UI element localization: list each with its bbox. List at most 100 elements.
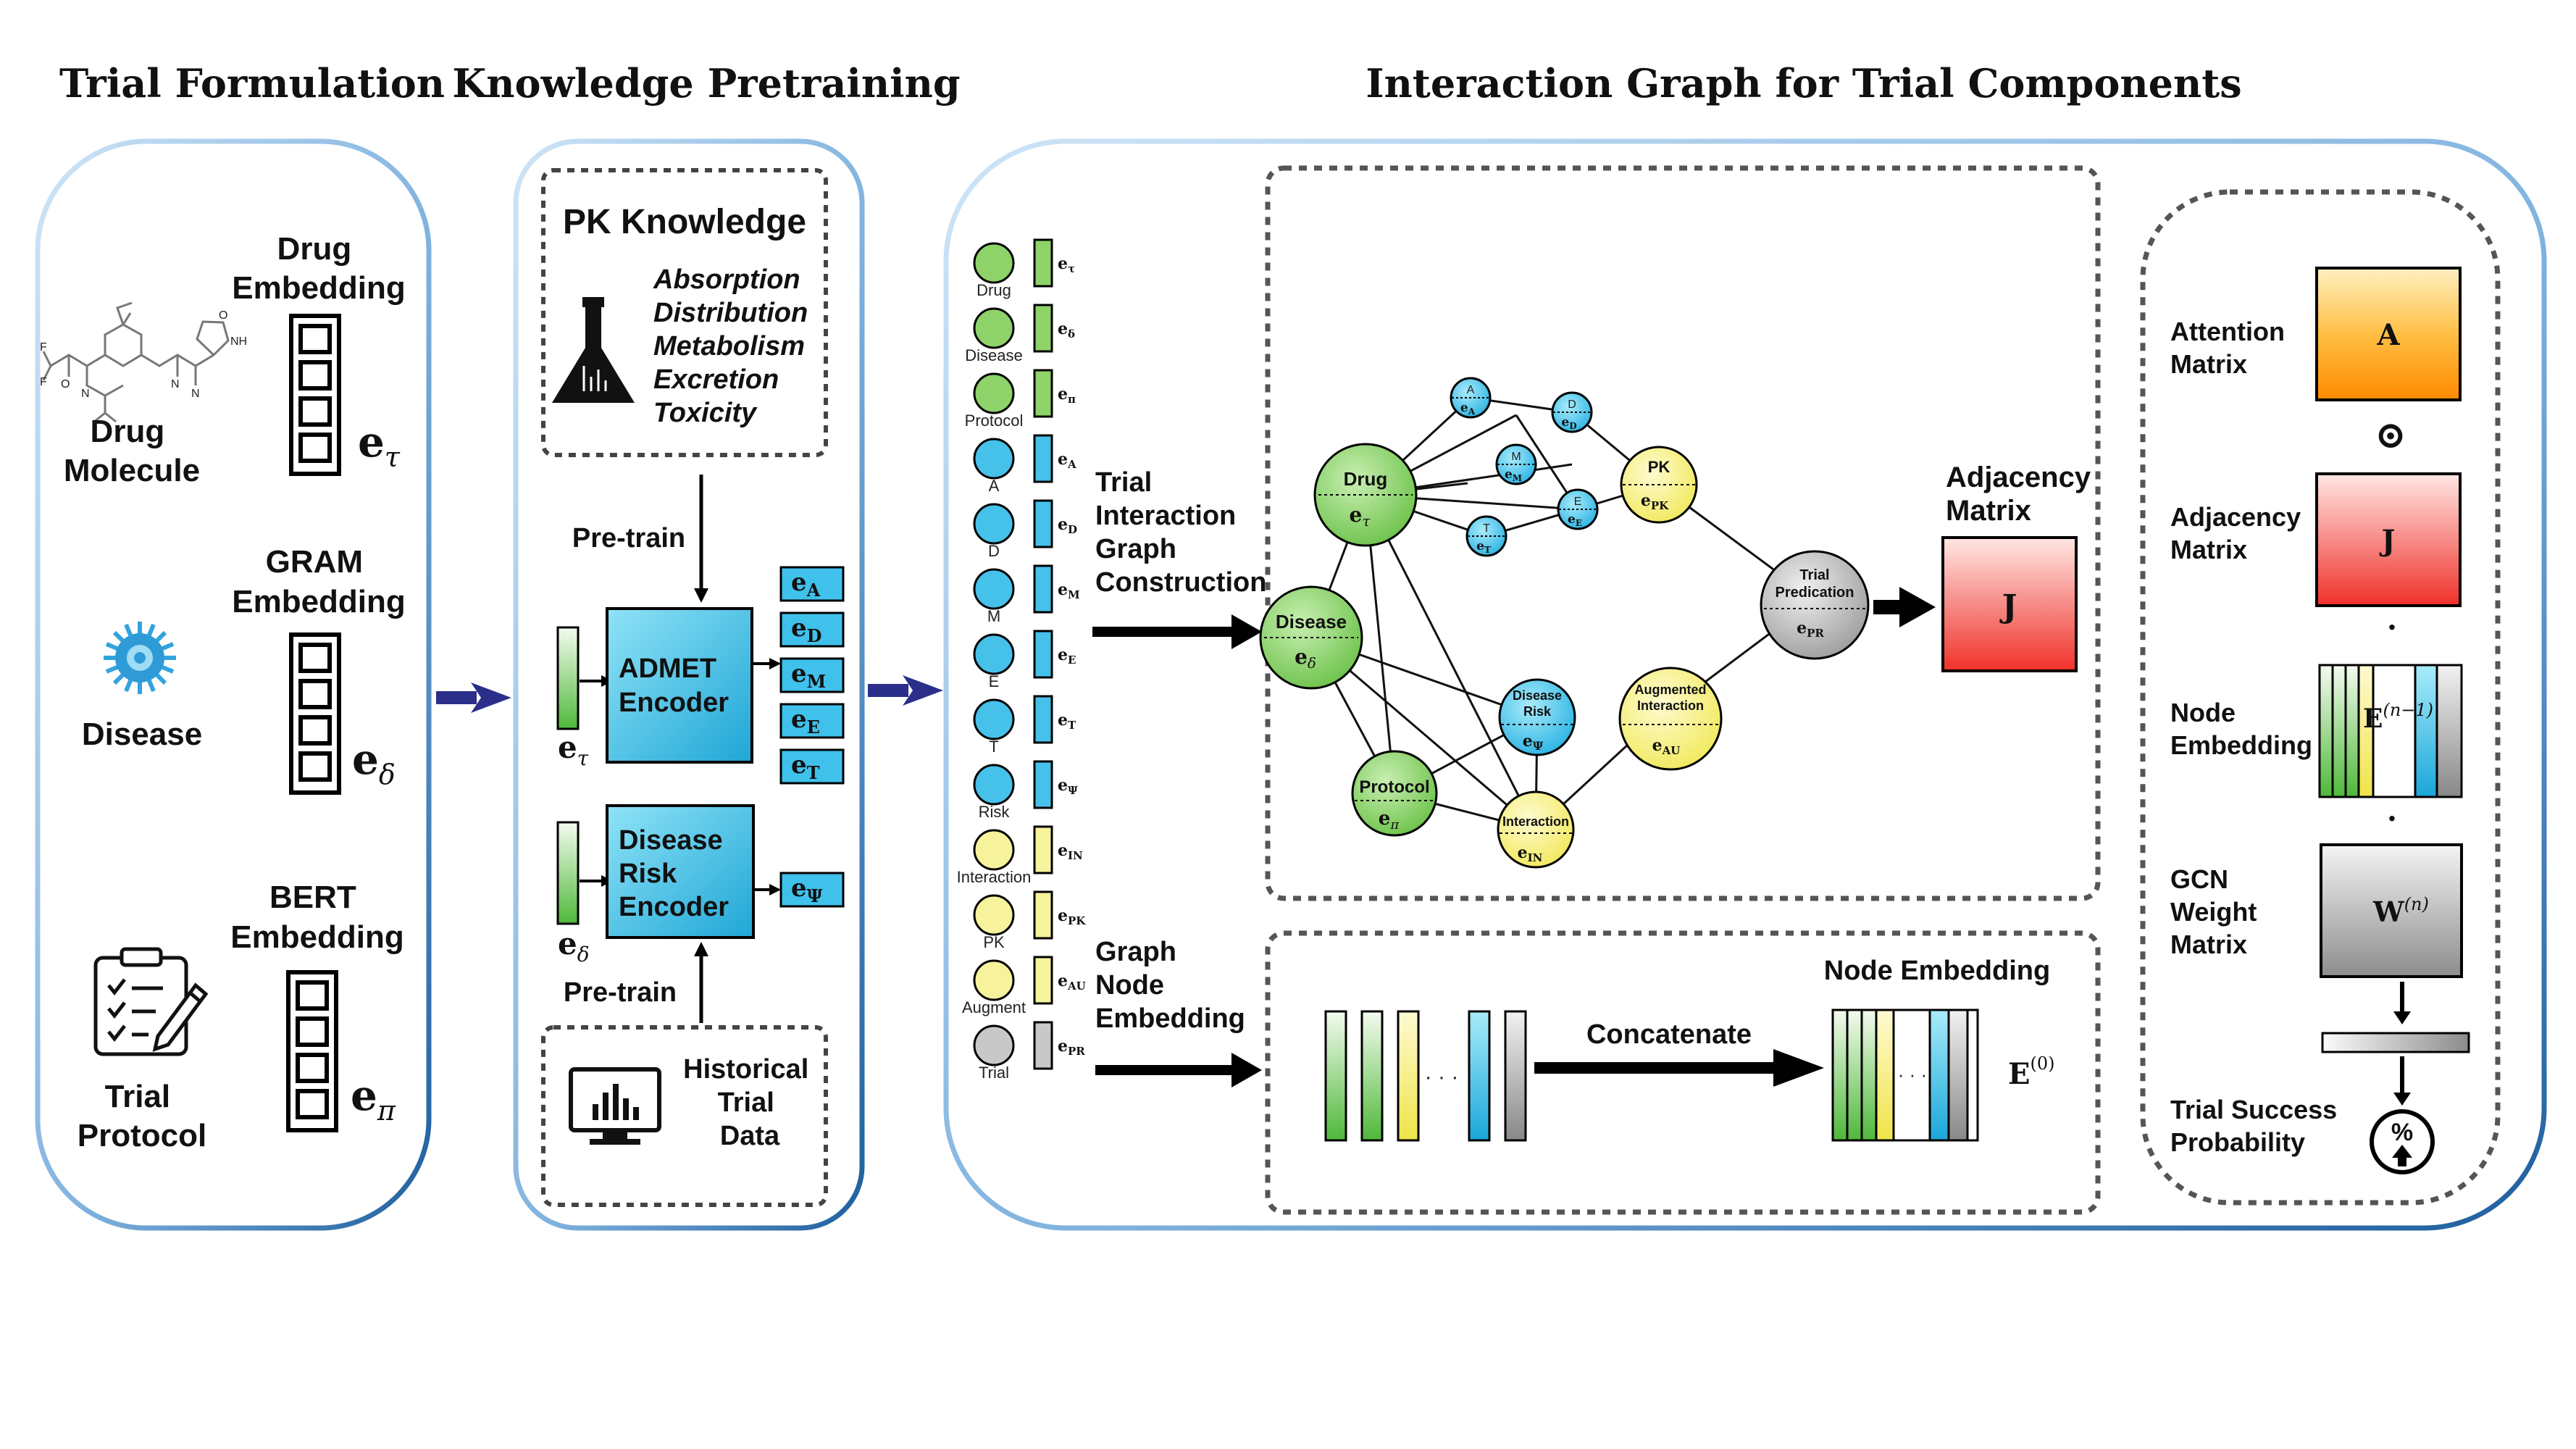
gcn-box bbox=[2140, 189, 2501, 1206]
gcn-down-arrowhead-2 bbox=[2393, 1093, 2411, 1106]
pk-knowledge-list: Absorption Distribution Metabolism Excre… bbox=[653, 264, 816, 428]
node-list-name: A bbox=[989, 477, 1000, 495]
admet-encoder-box bbox=[606, 607, 753, 764]
svg-text:N: N bbox=[171, 378, 180, 391]
node-list-name: PK bbox=[983, 933, 1005, 951]
gcn-down-arrowhead-1 bbox=[2393, 1011, 2411, 1024]
admet-encoder-label: ADMET Encoder bbox=[619, 653, 729, 718]
clipboard-icon bbox=[93, 947, 209, 1056]
node-list-emb: eτ bbox=[1058, 254, 1075, 275]
node-list-name: Trial bbox=[979, 1064, 1009, 1082]
pk-knowledge-box bbox=[541, 168, 828, 457]
graph-small-node: AeA bbox=[1450, 377, 1492, 419]
node-list-item: MeM bbox=[973, 564, 1080, 625]
to-adjacency-arrow bbox=[1873, 587, 1936, 627]
graph-node-pk: PK ePK bbox=[1620, 446, 1698, 524]
e-pi-symbol: eπ bbox=[351, 1071, 396, 1127]
svg-text:N: N bbox=[191, 388, 200, 400]
hadamard-symbol: ⊙ bbox=[2375, 413, 2406, 457]
arrow-panel2-to-panel3 bbox=[868, 675, 943, 706]
svg-text:T: T bbox=[1483, 522, 1490, 535]
node-list-item: AeA bbox=[973, 434, 1076, 495]
virus-icon bbox=[104, 622, 176, 694]
drug-molecule-label: Drug Molecule bbox=[64, 414, 200, 488]
e-psi-box bbox=[779, 872, 845, 908]
arrow-panel1-to-panel2 bbox=[436, 682, 511, 713]
risk-output-arrowhead bbox=[769, 884, 781, 895]
node-list-vector bbox=[1033, 369, 1053, 418]
success-probability-icon: % bbox=[2370, 1109, 2435, 1174]
svg-text:N: N bbox=[81, 388, 90, 400]
node-embedding-label: Node Embedding bbox=[1824, 956, 2050, 986]
e-psi-label: eΨ bbox=[791, 874, 823, 906]
e-D-label: eD bbox=[791, 614, 821, 646]
svg-text:%: % bbox=[2391, 1119, 2413, 1146]
node-list: DrugeτDiseaseeδProtocoleπAeADeDMeMEeETeT… bbox=[957, 238, 1086, 1082]
node-list-item: EeE bbox=[973, 630, 1076, 690]
drug-molecule-icon bbox=[42, 301, 230, 423]
node-list-name: E bbox=[989, 672, 1000, 690]
heading-knowledge-pretraining: Knowledge Pretraining bbox=[452, 60, 960, 107]
svg-text:Disease: Disease bbox=[1276, 611, 1347, 632]
node-list-circle bbox=[973, 764, 1015, 806]
node-list-circle bbox=[973, 1024, 1015, 1066]
node-list-name: T bbox=[989, 738, 998, 756]
node-list-circle bbox=[973, 829, 1015, 871]
graph-node-protocol: Protocol eπ bbox=[1351, 750, 1438, 837]
node-list-vector bbox=[1033, 304, 1053, 353]
node-list-vector bbox=[1033, 238, 1053, 288]
e-M-label: eM bbox=[791, 659, 826, 692]
svg-text:M: M bbox=[1511, 451, 1521, 463]
svg-text:O: O bbox=[61, 378, 70, 391]
node-list-name: Disease bbox=[965, 346, 1022, 364]
bert-embedding-label: BERT Embedding bbox=[230, 880, 404, 955]
node-list-name: M bbox=[987, 607, 1000, 625]
node-list-name: D bbox=[988, 542, 1000, 560]
pretrain-bottom-arrowhead bbox=[694, 942, 708, 956]
e-M-box bbox=[779, 657, 845, 693]
node-list-circle bbox=[973, 959, 1015, 1001]
node-list-circle bbox=[973, 438, 1015, 480]
gram-embedding-label: GRAM Embedding bbox=[232, 544, 406, 619]
monitor-chart-icon bbox=[569, 1067, 661, 1145]
node-list-circle bbox=[973, 698, 1015, 740]
trial-interaction-graph-label: Trial Interaction Graph Construction bbox=[1095, 467, 1266, 598]
node-list-emb: eδ bbox=[1058, 320, 1075, 341]
svg-text:A: A bbox=[1467, 384, 1475, 396]
node-list-vector bbox=[1033, 499, 1053, 548]
node-embedding-arrow bbox=[1095, 1053, 1262, 1087]
svg-text:eE: eE bbox=[1568, 512, 1582, 528]
node-list-emb: eIN bbox=[1058, 841, 1083, 862]
svg-text:F: F bbox=[40, 376, 47, 388]
e-tau-input-label: eτ bbox=[558, 730, 589, 770]
embedding-concatenated bbox=[1831, 1009, 1979, 1142]
attention-A-symbol: A bbox=[2376, 318, 2400, 352]
e-delta-input-vector bbox=[556, 821, 580, 925]
embedding-ellipsis-left: · · · bbox=[1425, 1065, 1459, 1089]
gcn-weight-label: GCN Weight Matrix bbox=[2170, 864, 2264, 959]
disease-risk-encoder-box bbox=[606, 804, 755, 939]
svg-text:eA: eA bbox=[1460, 401, 1476, 417]
e-delta-symbol: eδ bbox=[352, 735, 396, 790]
concatenate-arrow bbox=[1534, 1049, 1824, 1087]
dot-symbol-2: · bbox=[2387, 802, 2397, 836]
node-list-item: Interaction eIN bbox=[957, 825, 1083, 886]
graph-construction-arrow bbox=[1092, 614, 1262, 649]
svg-text:E: E bbox=[1574, 496, 1582, 508]
node-list-circle bbox=[973, 503, 1015, 545]
gram-embedding-vector bbox=[289, 632, 341, 795]
node-list-emb: eA bbox=[1058, 450, 1076, 471]
svg-text:eT: eT bbox=[1476, 539, 1491, 555]
graph-node-disease: Disease eδ bbox=[1259, 585, 1363, 690]
node-list-name: Interaction bbox=[957, 868, 1032, 886]
node-list-emb: eAU bbox=[1058, 972, 1086, 993]
node-list-circle bbox=[973, 242, 1015, 284]
graph-small-node: TeT bbox=[1465, 515, 1507, 557]
bert-embedding-vector bbox=[286, 970, 338, 1132]
